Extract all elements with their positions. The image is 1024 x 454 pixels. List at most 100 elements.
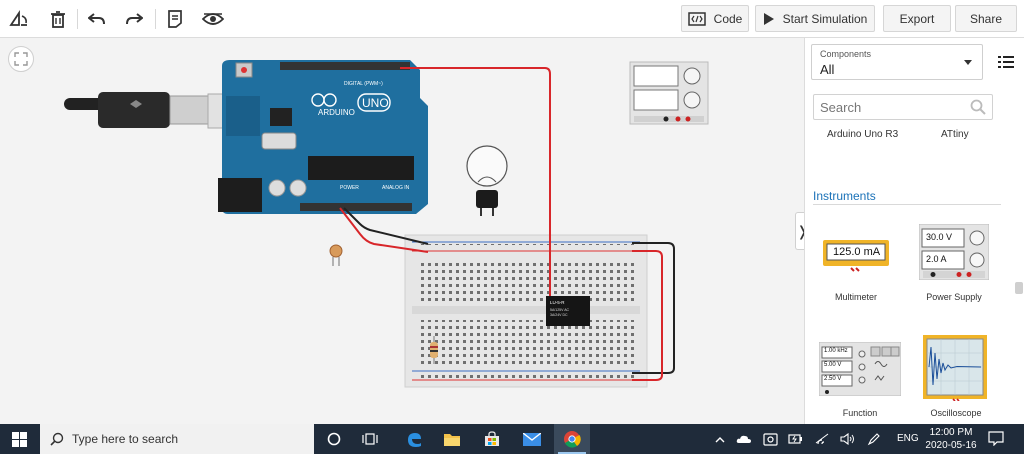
- battery-charging-icon[interactable]: [788, 432, 804, 446]
- pen-workspace-icon[interactable]: [866, 432, 882, 446]
- edge-browser-icon: [408, 433, 421, 447]
- wifi-icon[interactable]: [814, 432, 830, 446]
- function-gen-frequency: 1.00 kHz: [824, 348, 848, 354]
- wires[interactable]: [339, 67, 675, 381]
- task-view-button[interactable]: [352, 424, 388, 454]
- relay-label-1: LU-5-R: [550, 300, 565, 305]
- export-button-label: Export: [899, 11, 935, 26]
- arduino-brand-text: ARDUINO: [318, 108, 355, 117]
- start-button[interactable]: [0, 424, 38, 454]
- relay[interactable]: LU-5-R 5A/125V AC 3A/24V DC: [546, 296, 590, 326]
- power-supply-voltage: 30.0 V: [926, 232, 953, 242]
- component-arduino-uno-label[interactable]: Arduino Uno R3: [827, 129, 899, 140]
- chrome-browser-icon: [564, 431, 581, 448]
- share-button[interactable]: Share: [955, 5, 1017, 32]
- code-button-label: Code: [713, 11, 743, 26]
- tinkercad-app: Code Start Simulation Export Share: [0, 0, 1024, 424]
- folder-icon: [444, 433, 460, 446]
- tray-overflow-chevron-icon[interactable]: [712, 432, 728, 446]
- multimeter-display: 125.0 mA: [833, 246, 881, 258]
- cortana-button[interactable]: [316, 424, 352, 454]
- taskbar-search-placeholder: Type here to search: [72, 432, 179, 446]
- power-supply-label[interactable]: Power Supply: [926, 292, 982, 302]
- resistor[interactable]: [430, 336, 438, 364]
- function-gen-offset: 2.50 V: [824, 376, 842, 382]
- function-generator-thumbnail[interactable]: 1.00 kHz 5.00 V 2.50 V: [818, 341, 902, 397]
- components-dropdown-value: All: [820, 62, 835, 77]
- code-icon: [687, 11, 706, 26]
- relay-label-2: 5A/125V AC: [550, 308, 570, 312]
- search-icon[interactable]: [970, 99, 986, 120]
- component-attiny-label[interactable]: ATtiny: [941, 129, 969, 140]
- photoresistor[interactable]: [329, 244, 343, 266]
- play-icon: [763, 12, 774, 25]
- instruments-section-title: Instruments: [813, 189, 876, 203]
- notes-icon[interactable]: [162, 6, 188, 32]
- multimeter-thumbnail[interactable]: 125.0 mA: [823, 238, 889, 272]
- start-simulation-label: Start Simulation: [782, 11, 868, 26]
- panel-scrollbar-thumb[interactable]: [1015, 282, 1023, 294]
- arduino-model-text: UNO: [362, 96, 389, 110]
- share-button-label: Share: [969, 11, 1003, 26]
- windows-taskbar: Type here to search ENG 12:00 PM: [0, 424, 1024, 454]
- fit-view-icon: [14, 52, 28, 66]
- toolbar: Code Start Simulation Export Share: [0, 0, 1024, 38]
- store-taskbar-app[interactable]: [474, 424, 510, 454]
- oscilloscope-label[interactable]: Oscilloscope: [930, 408, 982, 418]
- breadboard[interactable]: [404, 234, 648, 388]
- export-button[interactable]: Export: [883, 5, 951, 32]
- relay-label-3: 3A/24V DC: [550, 313, 568, 317]
- file-explorer-taskbar-app[interactable]: [434, 424, 470, 454]
- redo-icon[interactable]: [121, 6, 147, 32]
- oscilloscope-thumbnail[interactable]: [923, 335, 987, 402]
- taskbar-clock[interactable]: 12:00 PM 2020-05-16: [924, 426, 978, 452]
- store-bag-icon: [485, 431, 499, 446]
- zoom-to-fit-button[interactable]: [8, 46, 34, 72]
- chevron-right-icon: ❭: [796, 222, 809, 239]
- rotate-icon[interactable]: [6, 6, 32, 32]
- power-supply-current: 2.0 A: [926, 254, 947, 264]
- start-simulation-button[interactable]: Start Simulation: [755, 5, 875, 32]
- arduino-power-label: POWER: [340, 185, 359, 191]
- clock-time: 12:00 PM: [929, 427, 973, 438]
- eye-icon[interactable]: [200, 6, 226, 32]
- component-search[interactable]: [813, 94, 993, 120]
- edge-taskbar-app[interactable]: [396, 424, 432, 454]
- toolbar-divider: [155, 9, 156, 29]
- arduino-analog-label: ANALOG IN: [382, 185, 410, 191]
- function-gen-amplitude: 5.00 V: [824, 362, 842, 368]
- section-divider: [813, 204, 1001, 205]
- list-view-toggle[interactable]: [991, 44, 1021, 80]
- clock-date: 2020-05-16: [925, 440, 977, 451]
- light-bulb[interactable]: [466, 145, 508, 216]
- components-dropdown[interactable]: Components All: [811, 44, 983, 80]
- arduino-uno-board[interactable]: ARDUINO UNO DIGITAL (PWM~) POWER ANALOG …: [218, 60, 428, 214]
- task-view-icon: [362, 433, 378, 445]
- cortana-circle-icon: [327, 432, 341, 446]
- trash-icon[interactable]: [45, 6, 71, 32]
- mail-icon: [523, 432, 541, 446]
- code-button[interactable]: Code: [681, 5, 749, 32]
- component-search-input[interactable]: [814, 95, 964, 119]
- power-supply-device[interactable]: [629, 61, 709, 125]
- input-language-indicator[interactable]: ENG: [897, 433, 919, 444]
- function-generator-label[interactable]: Function: [842, 408, 878, 418]
- multimeter-label[interactable]: Multimeter: [834, 292, 877, 302]
- power-supply-thumbnail[interactable]: 30.0 V 2.0 A: [918, 223, 990, 281]
- components-dropdown-label: Components: [820, 49, 872, 59]
- screen-capture-icon[interactable]: [762, 432, 778, 446]
- notification-icon: [988, 431, 1004, 447]
- list-icon: [998, 56, 1014, 68]
- chrome-taskbar-app[interactable]: [554, 424, 590, 454]
- action-center-button[interactable]: [988, 431, 1004, 451]
- onedrive-cloud-icon[interactable]: [736, 432, 752, 446]
- taskbar-search-box[interactable]: Type here to search: [40, 424, 314, 454]
- volume-icon[interactable]: [840, 432, 856, 446]
- components-panel: Components All Arduino Uno R3 ATtiny Ins…: [804, 38, 1024, 424]
- toolbar-divider: [77, 9, 78, 29]
- arduino-digital-label: DIGITAL (PWM~): [344, 81, 383, 87]
- workplane-canvas[interactable]: ARDUINO UNO DIGITAL (PWM~) POWER ANALOG …: [0, 38, 804, 424]
- mail-taskbar-app[interactable]: [514, 424, 550, 454]
- search-icon: [50, 432, 64, 446]
- undo-icon[interactable]: [84, 6, 110, 32]
